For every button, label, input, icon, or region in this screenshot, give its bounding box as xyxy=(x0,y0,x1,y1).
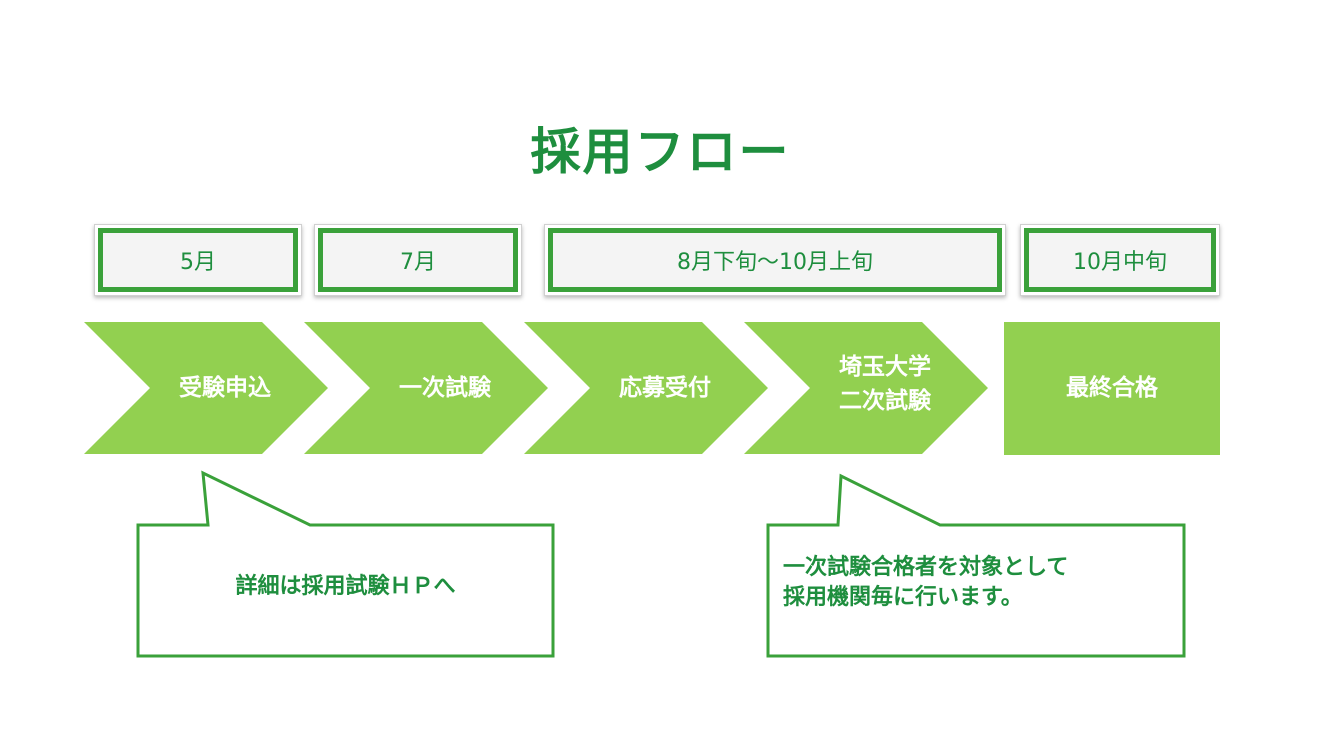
period-box-mid-oct: 10月中旬 xyxy=(1020,224,1220,296)
step-label-reception: 応募受付 xyxy=(619,375,711,401)
step-label-final-pass: 最終合格 xyxy=(1066,375,1158,401)
callout-outline-right xyxy=(766,473,1186,658)
period-box-july: 7月 xyxy=(314,224,522,296)
step-chevron-first-exam xyxy=(304,322,548,454)
step-chevron-reception xyxy=(524,322,768,454)
step-label-second-exam: 埼玉大学 二次試験 xyxy=(839,354,931,414)
callout-text-second-exam-note: 一次試験合格者を対象として 採用機関毎に行います。 xyxy=(783,555,1069,610)
step-label-application: 受験申込 xyxy=(179,375,271,401)
period-label: 10月中旬 xyxy=(1024,228,1216,292)
period-box-aug-oct: 8月下旬〜10月上旬 xyxy=(544,224,1006,296)
step-chevron-second-exam xyxy=(744,322,988,454)
page-title: 採用フロー xyxy=(530,123,791,181)
step-box-final-pass xyxy=(1004,322,1220,455)
period-label: 7月 xyxy=(318,228,518,292)
period-label: 8月下旬〜10月上旬 xyxy=(548,228,1002,292)
step-label-first-exam: 一次試験 xyxy=(399,375,491,401)
callout-text-details: 詳細は採用試験ＨＰへ xyxy=(235,574,456,599)
period-label: 5月 xyxy=(98,228,298,292)
period-box-may: 5月 xyxy=(94,224,302,296)
callout-outline-left xyxy=(136,470,555,658)
step-chevron-application xyxy=(84,322,328,454)
